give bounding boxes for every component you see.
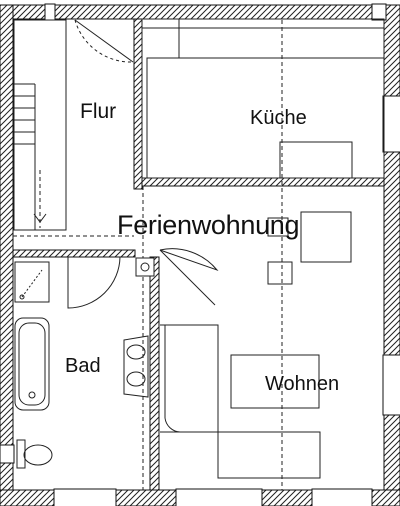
kitchen-room [141, 18, 385, 179]
bath-door [67, 256, 121, 309]
window-bottom-right [311, 488, 373, 506]
wall-bath-living [149, 256, 160, 491]
shaft [135, 257, 155, 277]
dashed-lines [13, 20, 283, 490]
shower [14, 261, 50, 303]
window-top-right [371, 3, 387, 21]
stair-arrow-icon [33, 213, 47, 223]
doors [67, 248, 219, 309]
chair-1 [267, 217, 289, 237]
room-label-bad: Bad [65, 355, 101, 377]
wall-flur-bath [12, 249, 136, 258]
bath-fixtures [14, 261, 149, 469]
window-top-left [44, 3, 56, 21]
staircase [13, 19, 67, 231]
window-bottom-left [53, 488, 117, 506]
windows [0, 3, 400, 506]
window-kitchen [382, 95, 400, 153]
wall-right [383, 4, 400, 506]
sofa [160, 324, 321, 479]
wall-left [0, 4, 14, 506]
room-label-wohnen: Wohnen [265, 373, 340, 395]
wall-flur-kitchen [133, 18, 143, 190]
window-bottom-mid [175, 488, 263, 506]
kitchen-sink [279, 141, 353, 179]
plan-title: Ferienwohnung [117, 210, 300, 240]
bathtub [14, 317, 50, 411]
wall-top [0, 4, 400, 20]
coffee-table [230, 354, 320, 409]
washbasin [123, 335, 149, 398]
living-door [159, 248, 219, 272]
room-label-kueche: Küche [250, 107, 307, 129]
table [300, 211, 352, 263]
toilet-bowl [23, 444, 53, 466]
living-furniture [160, 211, 352, 479]
chair-2 [267, 261, 293, 285]
window-bath [0, 444, 15, 464]
wall-kitchen-living [141, 177, 385, 187]
room-label-flur: Flur [80, 100, 117, 123]
kitchen-counter [146, 57, 385, 179]
window-living [382, 354, 400, 416]
toilet-tank [16, 439, 26, 469]
entry-door [74, 19, 134, 63]
